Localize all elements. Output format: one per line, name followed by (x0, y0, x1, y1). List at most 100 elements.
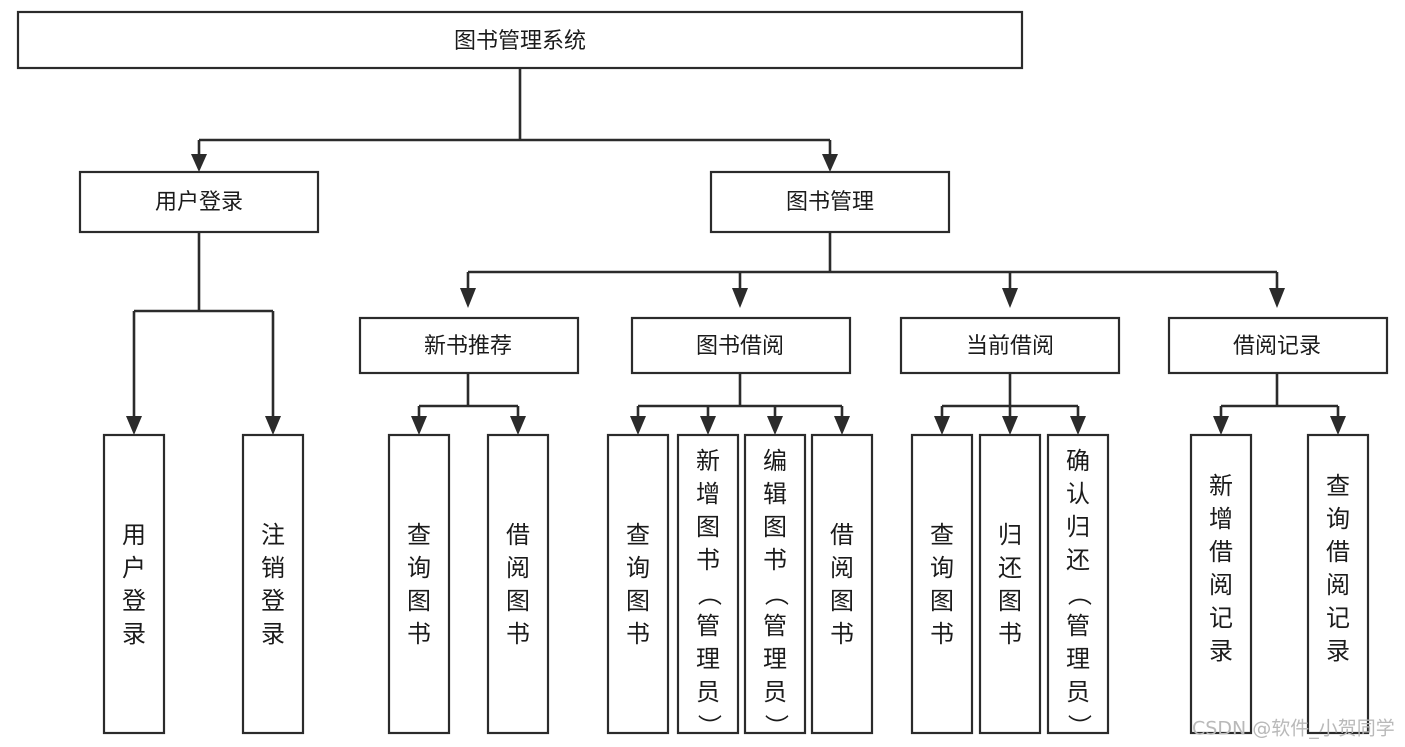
vertical-char: 录 (1326, 637, 1350, 665)
vertical-char: 录 (122, 620, 146, 648)
vertical-char: 书 (998, 620, 1022, 648)
vertical-char: ） (1065, 714, 1093, 738)
node-current-borrow-box[interactable] (899, 316, 1121, 375)
node-new-book-recommend[interactable]: 新书推荐 (358, 316, 580, 375)
connector-group (126, 68, 1346, 435)
arrow-head-book-borrow (732, 288, 748, 308)
node-user-login-label: 用户登录 (155, 190, 243, 215)
arrow-head-book-management (822, 154, 838, 172)
vertical-char: 员 (763, 678, 787, 706)
arrow-head-leaf-borrow-book-1 (510, 416, 526, 435)
vertical-char: 理 (1066, 645, 1090, 673)
leaf-query-book-2-box[interactable] (606, 433, 670, 735)
csdn-watermark: CSDN @软件_小贺同学 (1192, 718, 1395, 740)
node-root[interactable]: 图书管理系统 (16, 10, 1024, 70)
leaf-borrow-book-2-box[interactable] (810, 433, 874, 735)
vertical-char: 询 (1326, 505, 1350, 533)
node-borrow-record-box[interactable] (1167, 316, 1389, 375)
vertical-char: 管 (696, 612, 720, 640)
leaf-query-book-3-box[interactable] (910, 433, 974, 735)
node-book-borrow[interactable]: 图书借阅 (630, 316, 852, 375)
vertical-char: 书 (763, 546, 787, 574)
node-new-book-recommend-box[interactable] (358, 316, 580, 375)
node-book-management-label: 图书管理 (786, 190, 874, 215)
leaf-add-borrow-record-box[interactable] (1189, 433, 1253, 735)
leaf-add-book-box[interactable] (676, 433, 740, 735)
node-current-borrow-label: 当前借阅 (966, 334, 1054, 359)
leaf-query-book-1-box[interactable] (387, 433, 451, 735)
leaf-user-login-box[interactable] (102, 433, 166, 735)
node-book-management[interactable]: 图书管理 (709, 170, 951, 234)
vertical-char: 增 (696, 480, 720, 508)
arrow-head-leaf-query-book-1 (411, 416, 427, 435)
vertical-char: 书 (930, 620, 954, 648)
leaf-user-login[interactable]: 用户登录 (102, 433, 166, 735)
vertical-char: 登 (261, 587, 285, 615)
node-root-box[interactable] (16, 10, 1024, 70)
leaf-confirm-return-box[interactable] (1046, 433, 1110, 735)
vertical-char: 新 (1209, 472, 1233, 500)
vertical-char: 记 (1209, 604, 1233, 632)
vertical-char: 询 (407, 554, 431, 582)
vertical-char: 书 (696, 546, 720, 574)
vertical-char: 户 (122, 554, 146, 582)
arrow-head-leaf-logout-login (265, 416, 281, 435)
vertical-char: 记 (1326, 604, 1350, 632)
vertical-char: 归 (998, 521, 1022, 549)
leaf-return-book-box[interactable] (978, 433, 1042, 735)
node-current-borrow[interactable]: 当前借阅 (899, 316, 1121, 375)
arrow-head-user-login (191, 154, 207, 172)
node-book-management-box[interactable] (709, 170, 951, 234)
vertical-char: 还 (1066, 546, 1090, 574)
vertical-char: 询 (930, 554, 954, 582)
leaf-borrow-book-1-box[interactable] (486, 433, 550, 735)
vertical-char: 图 (626, 587, 650, 615)
vertical-char: 查 (930, 521, 954, 549)
vertical-char: 辑 (763, 480, 787, 508)
leaf-query-borrow-record-box[interactable] (1306, 433, 1370, 735)
vertical-char: 借 (506, 521, 530, 549)
node-user-login-box[interactable] (78, 170, 320, 234)
node-borrow-record-label: 借阅记录 (1233, 334, 1321, 359)
vertical-char: 阅 (1326, 571, 1350, 599)
node-user-login[interactable]: 用户登录 (78, 170, 320, 234)
vertical-char: （ (762, 582, 790, 606)
arrow-head-leaf-query-borrow-record (1330, 416, 1346, 435)
node-borrow-record[interactable]: 借阅记录 (1167, 316, 1389, 375)
node-new-book-recommend-label: 新书推荐 (424, 334, 512, 359)
arrow-head-new-book-recommend (460, 288, 476, 308)
vertical-char: 查 (1326, 472, 1350, 500)
arrow-head-leaf-return-book (1002, 416, 1018, 435)
vertical-char: 图 (407, 587, 431, 615)
arrow-head-leaf-user-login (126, 416, 142, 435)
vertical-char: 书 (626, 620, 650, 648)
node-book-borrow-box[interactable] (630, 316, 852, 375)
vertical-char: 编 (763, 447, 787, 475)
vertical-char: ） (695, 714, 723, 738)
vertical-char: 图 (696, 513, 720, 541)
leaf-edit-book-box[interactable] (743, 433, 807, 735)
vertical-char: 归 (1066, 513, 1090, 541)
leaf-logout-login-box[interactable] (241, 433, 305, 735)
